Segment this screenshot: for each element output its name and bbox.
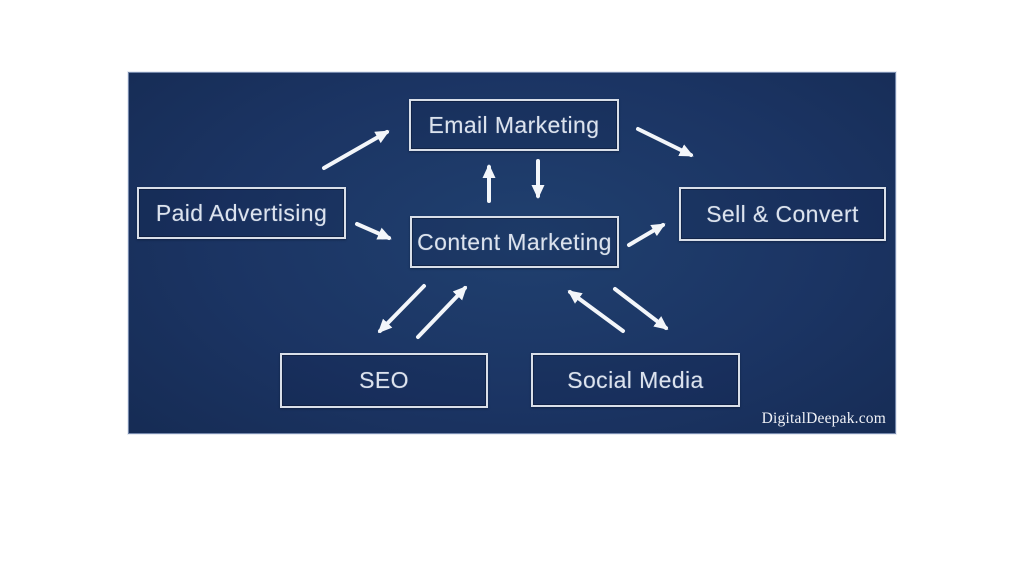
node-social-media: Social Media [531,353,740,407]
arrow-email-to-sell [636,127,694,157]
arrow-social-to-content [567,290,625,333]
diagram-panel: Email Marketing Paid Advertising Content… [128,72,896,434]
node-sell-convert: Sell & Convert [679,187,886,241]
arrow-content-to-seo [377,284,426,334]
node-paid-advertising-label: Paid Advertising [155,199,328,226]
node-social-media-label: Social Media [567,366,704,393]
arrow-content-to-social [613,287,669,330]
node-content-marketing: Content Marketing [410,216,619,268]
watermark: DigitalDeepak.com [761,410,886,427]
arrow-paid-to-content [355,222,392,240]
arrow-seo-to-content [416,285,468,339]
node-seo: SEO [280,353,488,408]
node-content-marketing-label: Content Marketing [417,228,612,255]
node-email-marketing: Email Marketing [409,99,619,151]
arrow-paid-to-email [322,130,390,170]
node-seo-label: SEO [359,367,409,393]
arrow-content-to-sell [627,223,666,247]
node-paid-advertising: Paid Advertising [137,187,346,239]
node-sell-convert-label: Sell & Convert [706,200,859,227]
node-email-marketing-label: Email Marketing [428,111,600,138]
